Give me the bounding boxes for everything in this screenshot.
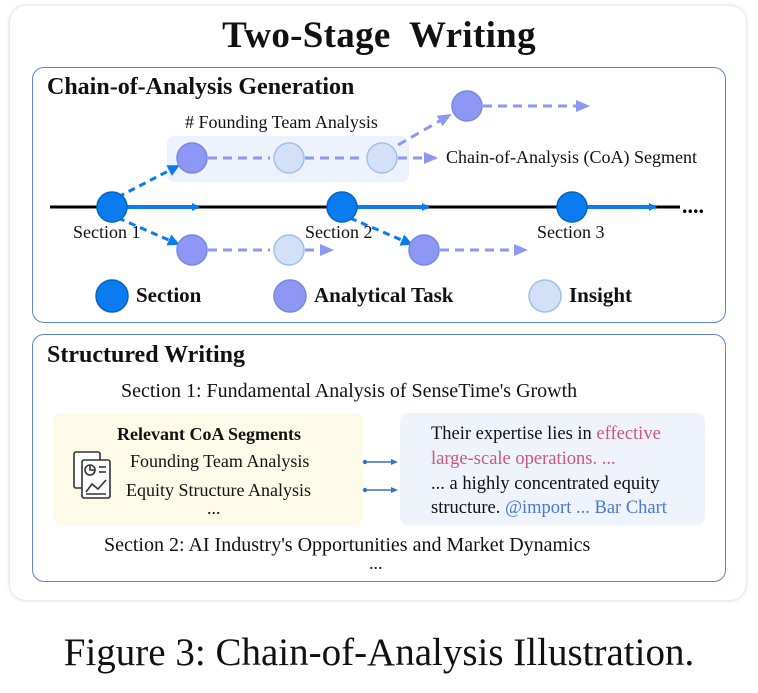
insight-node-3: [273, 234, 305, 266]
generated-text-box: [400, 413, 705, 525]
section2-heading: Section 2: AI Industry's Opportunities a…: [104, 534, 591, 556]
insight-node-1: [273, 142, 305, 174]
insight-node-2: [366, 142, 398, 174]
generated-line-1-highlight: effective: [596, 424, 661, 444]
coa-segment-label: Chain-of-Analysis (CoA) Segment: [446, 147, 697, 167]
segment-item-founding: Founding Team Analysis: [130, 451, 310, 471]
legend-insight-label: Insight: [569, 283, 633, 307]
legend-section-label: Section: [136, 283, 202, 307]
section-node-3: [556, 191, 588, 223]
figure-title: Two-Stage Writing: [222, 15, 536, 56]
writing-panel-title: Structured Writing: [47, 342, 246, 368]
generated-line-2: large-scale operations. ...: [431, 449, 616, 469]
section-node-1: [96, 191, 128, 223]
legend-task-label: Analytical Task: [314, 283, 454, 307]
branch-down-s1: [117, 216, 180, 246]
segment-item-equity: Equity Structure Analysis: [126, 480, 311, 500]
figure-caption: Figure 3: Chain-of-Analysis Illustration…: [63, 631, 695, 674]
generated-line-4: structure. @import ... Bar Chart: [431, 498, 667, 519]
generated-line-1: Their expertise lies in effective: [431, 424, 661, 445]
generated-line-4-plain: structure.: [431, 498, 505, 518]
generated-line-4-highlight: @import ... Bar Chart: [504, 498, 667, 518]
section-label-2: Section 2: [305, 222, 373, 242]
founding-team-label: # Founding Team Analysis: [185, 112, 378, 132]
segment-item-more: ...: [207, 498, 221, 518]
task-node-founding: [176, 142, 208, 174]
relevant-segments-header: Relevant CoA Segments: [117, 424, 301, 444]
section-label-1: Section 1: [73, 222, 141, 242]
coa-panel-title: Chain-of-Analysis Generation: [47, 74, 355, 100]
legend-section-marker: [95, 279, 129, 313]
task-node-s2-lower: [408, 234, 440, 266]
task-node-s1-lower: [176, 234, 208, 266]
chain-top-up: [397, 113, 452, 147]
legend-insight-marker: [528, 279, 562, 313]
legend-task-marker: [273, 279, 307, 313]
section-node-2: [326, 191, 358, 223]
task-node-upper: [451, 90, 483, 122]
section-label-3: Section 3: [537, 222, 605, 242]
section1-heading: Section 1: Fundamental Analysis of Sense…: [121, 380, 578, 402]
sections-more: ...: [369, 553, 383, 573]
generated-line-3: ... a highly concentrated equity: [431, 474, 660, 494]
timeline-ellipsis: ....: [682, 193, 704, 218]
generated-line-1-plain: Their expertise lies in: [431, 424, 597, 444]
coa-generation-panel: [32, 67, 726, 323]
